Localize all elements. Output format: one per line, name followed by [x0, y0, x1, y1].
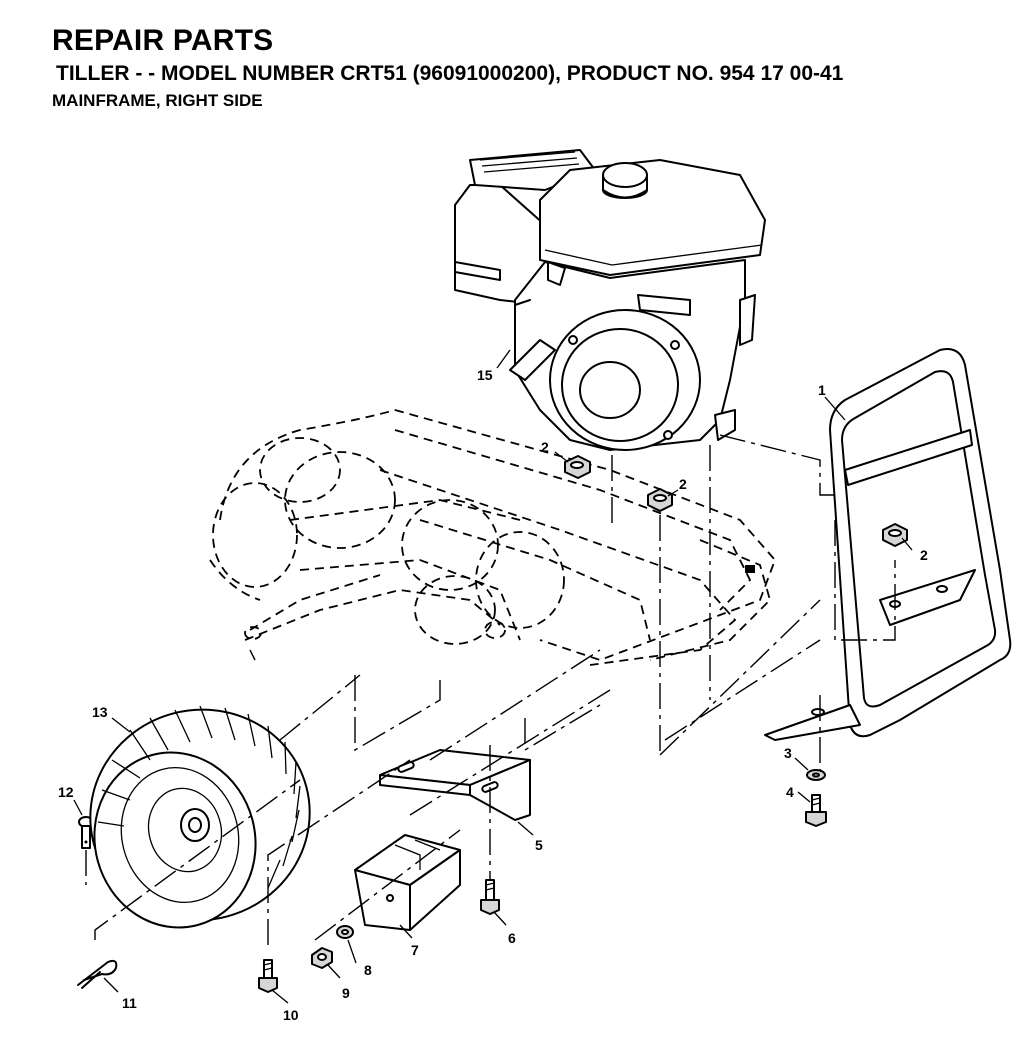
tine-assembly-phantom — [209, 409, 777, 666]
engine — [454, 149, 766, 451]
callout-leaders — [73, 349, 913, 1004]
page-title: REPAIR PARTS — [52, 24, 274, 57]
callout-12: 12 — [58, 784, 74, 800]
callout-2: 2 — [920, 547, 928, 563]
callout-13: 13 — [92, 704, 108, 720]
hex-nut-2b — [647, 488, 673, 512]
callout-11: 11 — [122, 995, 137, 1011]
wheel-tire — [89, 705, 311, 929]
callout-4: 4 — [786, 784, 794, 800]
weight-block — [354, 834, 461, 931]
bolt-10 — [258, 959, 278, 993]
callout-15: 15 — [477, 367, 493, 383]
bumper-frame — [764, 348, 1012, 741]
callout-5: 5 — [535, 837, 543, 853]
callout-2: 2 — [679, 476, 687, 492]
callout-8: 8 — [364, 962, 372, 978]
bolt-4 — [805, 794, 827, 827]
callout-10: 10 — [283, 1007, 299, 1023]
section-title: MAINFRAME, RIGHT SIDE — [52, 91, 263, 110]
callout-3: 3 — [784, 745, 792, 761]
flat-washer-3 — [806, 769, 826, 781]
callout-7: 7 — [411, 942, 419, 958]
bolt-6 — [480, 879, 500, 915]
hex-nut-2c — [882, 523, 908, 547]
hex-nut-9 — [311, 947, 333, 969]
hairpin-clip-11 — [77, 959, 118, 989]
callout-9: 9 — [342, 985, 350, 1001]
callout-2: 2 — [541, 439, 549, 455]
hex-nut-2a — [564, 455, 591, 479]
lock-washer-8 — [336, 925, 354, 939]
callout-6: 6 — [508, 930, 516, 946]
callout-1: 1 — [818, 382, 826, 398]
assembly-centerlines — [85, 434, 896, 945]
mounting-bracket — [379, 749, 531, 821]
model-subtitle: TILLER - - MODEL NUMBER CRT51 (960910002… — [56, 62, 844, 85]
